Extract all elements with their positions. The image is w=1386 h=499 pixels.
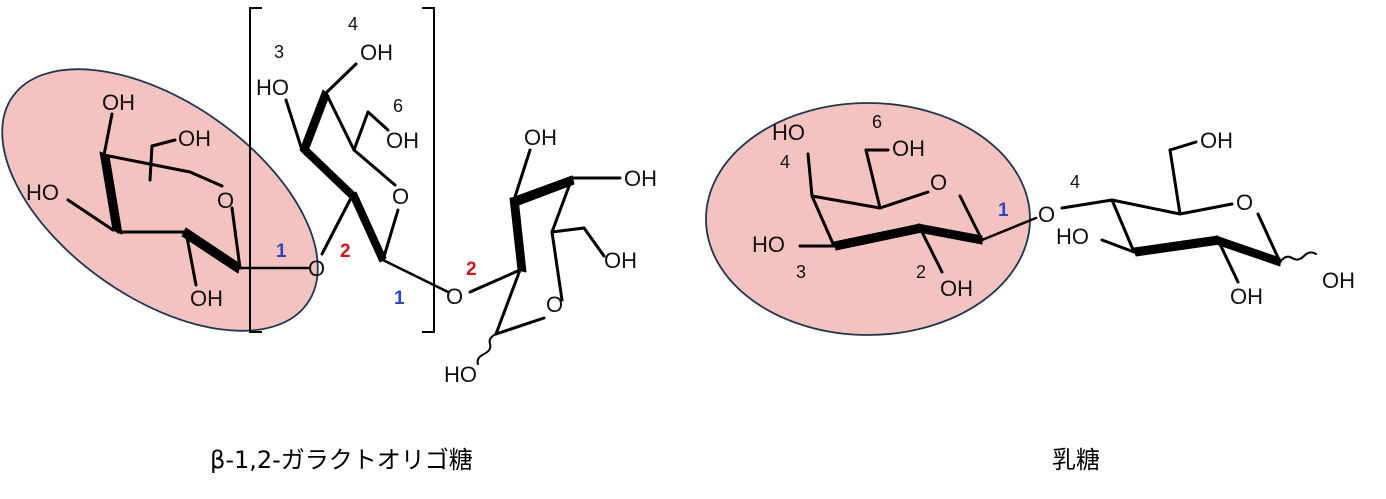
repeat-c3-number: 3 [274, 42, 284, 62]
repeat-oh-c6: OH [386, 128, 419, 153]
left-link-1-number: 1 [276, 241, 287, 262]
reducing-end-oh-ch2: OH [604, 248, 637, 273]
lactose-gal-oh-c4: HO [772, 120, 805, 145]
reducing-end-ring-oxygen: O [546, 292, 563, 317]
right-caption: 乳糖 [1052, 446, 1100, 474]
lactose-gal-c3-number: 3 [796, 262, 806, 282]
repeat-bracket-right [422, 7, 435, 333]
lactose-gal-oh-c3: HO [752, 232, 785, 257]
repeat-oh-c3: HO [256, 75, 289, 100]
lactose-gal-oh-c6: OH [892, 136, 925, 161]
repeat-c1-number: 1 [394, 288, 405, 309]
lactose-galactose-ring [798, 148, 1038, 274]
lactose-gal-ring-oxygen: O [930, 170, 947, 195]
terminal-galactose-ring [66, 112, 310, 287]
gal-oh-bottom: OH [190, 286, 223, 311]
gal-ring-oxygen: O [217, 188, 234, 213]
lactose-gal-c2-number: 2 [916, 262, 926, 282]
lactose-glc-ring-oxygen: O [1236, 190, 1253, 215]
lactose-gal-c1-number: 1 [998, 200, 1009, 221]
right-structure: HO 4 6 OH O HO 3 2 OH 1 O 4 OH O HO OH O [705, 102, 1355, 336]
reducing-end-c2-number: 2 [466, 259, 477, 280]
repeat-bracket-left [249, 7, 262, 333]
lactose-glc-oh-c3: HO [1056, 224, 1089, 249]
repeating-galactose-ring [284, 62, 450, 294]
lactose-glc-oh-c6: OH [1200, 128, 1233, 153]
repeat-ring-oxygen: O [392, 184, 409, 209]
highlight-ellipse-right [705, 102, 1031, 336]
lactose-glc-oh-c2: OH [1230, 284, 1263, 309]
gal-oh-ch2: OH [178, 126, 211, 151]
repeat-oh-c4: OH [360, 40, 393, 65]
lactose-glc-c4-number: 4 [1070, 172, 1080, 192]
gal-oh-left: HO [26, 180, 59, 205]
repeat-c4-number: 4 [348, 14, 358, 34]
lactose-gal-c4-number: 4 [780, 152, 790, 172]
reducing-end-oh-right: OH [624, 166, 657, 191]
reducing-end-ring [468, 148, 622, 365]
lactose-gal-c6-number: 6 [872, 112, 882, 132]
left-caption: β-1,2-ガラクトオリゴ糖 [210, 446, 473, 474]
gal-oh-top: OH [102, 90, 135, 115]
left-structure: OH OH HO O OH 1 O 3 4 6 [1, 7, 657, 387]
left-link-2-oxygen: O [446, 284, 463, 309]
lactose-glucose-ring [1060, 140, 1317, 284]
repeat-c2-number: 2 [340, 241, 351, 262]
repeat-c6-number: 6 [393, 96, 403, 116]
lactose-gal-oh-c2: OH [940, 276, 973, 301]
lactose-glc-oh-anomeric: OH [1322, 268, 1355, 293]
lactose-link-oxygen: O [1038, 202, 1055, 227]
reducing-end-oh-top: OH [524, 125, 557, 150]
left-link-1-oxygen: O [308, 256, 325, 281]
reducing-end-oh-anomeric: HO [444, 362, 477, 387]
